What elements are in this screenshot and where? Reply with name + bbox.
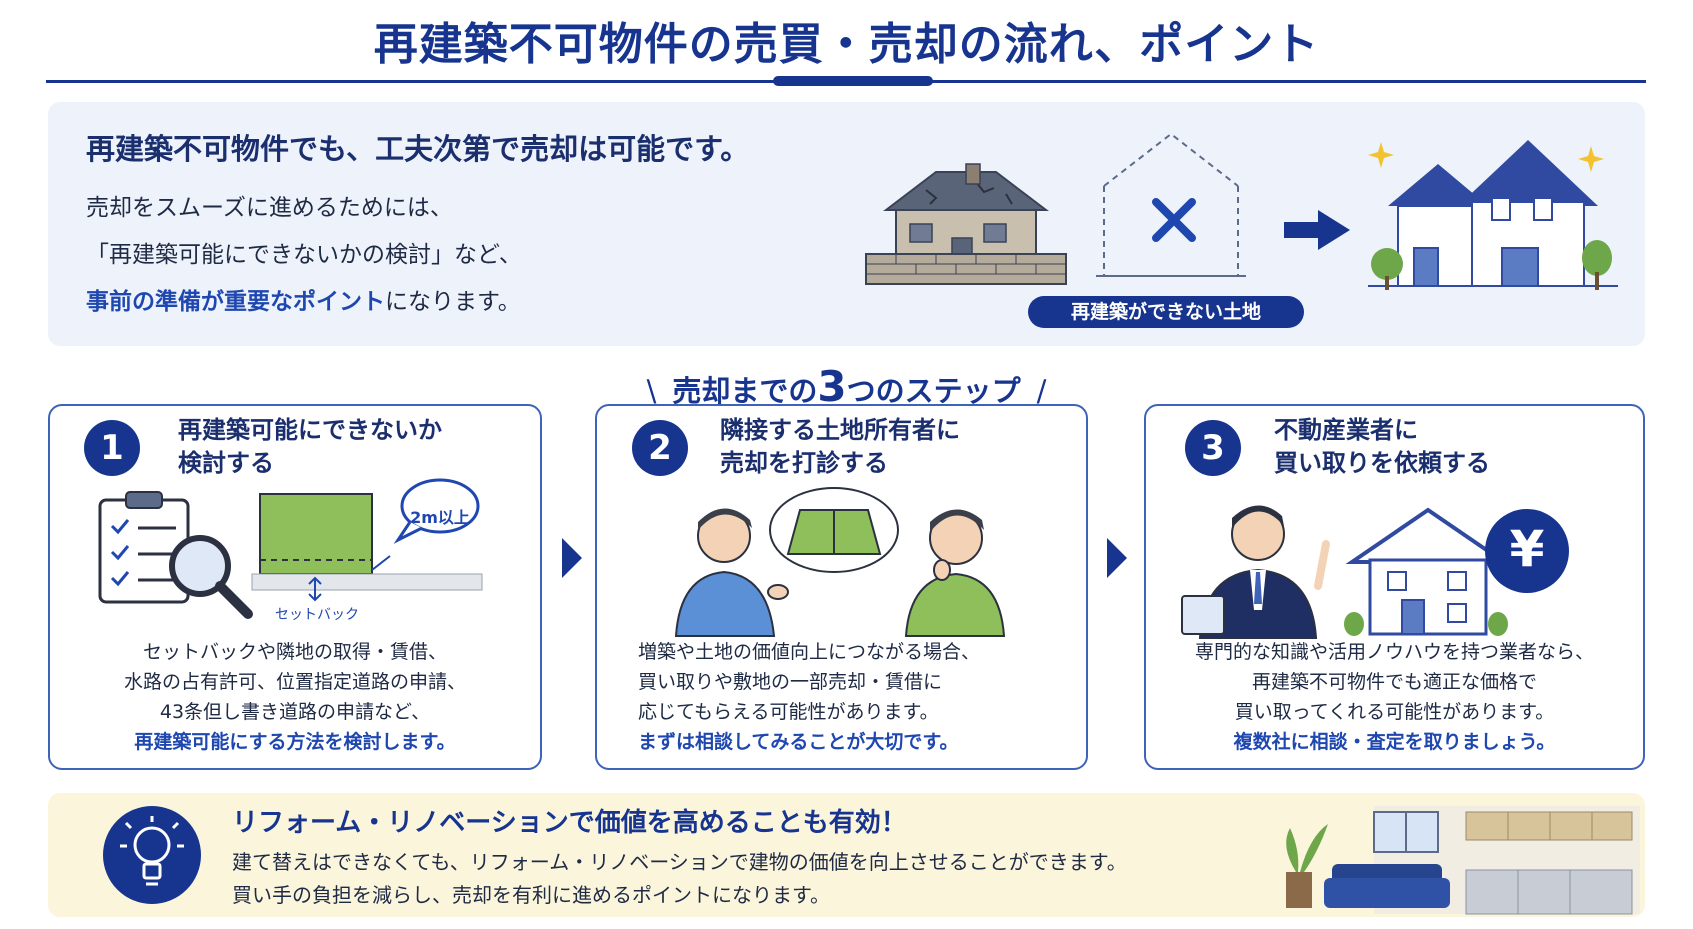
sparkle-icon bbox=[1578, 146, 1604, 172]
step-body-3-line-1: 専門的な知識や活用ノウハウを持つ業者なら、 bbox=[1194, 641, 1594, 663]
tree-icon bbox=[1371, 248, 1403, 290]
steps-heading-pre: 売却までの bbox=[672, 374, 818, 408]
intro-heading: 再建築不可物件でも、工夫次第で売却は可能です。 bbox=[86, 132, 750, 166]
step-arrow-2 bbox=[1107, 538, 1127, 578]
businessman-icon bbox=[1198, 505, 1330, 639]
intro-line-1: 売却をスムーズに進めるためには、 bbox=[86, 195, 453, 221]
title-underline-accent bbox=[773, 76, 933, 86]
step-body-3-line-2: 再建築不可物件でも適正な価格で bbox=[1251, 671, 1537, 693]
intro-line-2: 「再建築可能にできないかの検討」など、 bbox=[86, 242, 522, 268]
yen-symbol: ¥ bbox=[1509, 520, 1545, 578]
reform-line-2: 買い手の負担を減らし、売却を有利に進めるポイントになります。 bbox=[232, 883, 830, 907]
step-body-3-highlight: 複数社に相談・査定を取りましょう。 bbox=[1233, 731, 1556, 753]
old-house-icon bbox=[865, 163, 1067, 285]
step-body-3: 専門的な知識や活用ノウハウを持つ業者なら、 再建築不可物件でも適正な価格で 買い… bbox=[1156, 637, 1633, 757]
reform-heading: リフォーム・リノベーションで価値を高めることも有効！ bbox=[232, 808, 907, 838]
step-body-3-line-3: 買い取ってくれる可能性があります。 bbox=[1234, 701, 1555, 723]
right-arrow-icon bbox=[1284, 210, 1350, 250]
sofa-icon bbox=[1324, 864, 1450, 908]
setback-arrow-icon bbox=[308, 576, 322, 602]
land-label-badge: 再建築ができない土地 bbox=[1028, 296, 1304, 328]
plant-icon bbox=[1286, 824, 1328, 908]
step-number-2: 2 bbox=[632, 420, 688, 476]
step-title-1: 再建築可能にできないか 検討する bbox=[178, 414, 442, 480]
step-title-2-line-2: 売却を打診する bbox=[720, 449, 888, 477]
step-body-1-highlight: 再建築可能にする方法を検討します。 bbox=[134, 731, 456, 753]
step-body-2-line-2: 買い取りや敷地の一部売却・賃借に bbox=[638, 671, 943, 693]
step-title-3-line-1: 不動産業者に bbox=[1274, 416, 1418, 444]
step-body-1: セットバックや隣地の取得・賃借、 水路の占有許可、位置指定道路の申請、 43条但… bbox=[62, 637, 528, 757]
setback-label: セットバック bbox=[275, 607, 359, 623]
intro-panel bbox=[48, 102, 1645, 346]
kitchen-icon bbox=[1465, 811, 1633, 915]
step-number-3: 3 bbox=[1185, 420, 1241, 476]
steps-heading: \ 売却までの3つのステップ / bbox=[0, 362, 1693, 411]
speech-bubble-icon bbox=[393, 478, 480, 544]
step-title-3-line-2: 買い取りを依頼する bbox=[1274, 449, 1490, 477]
window-picture-icon bbox=[1373, 811, 1439, 853]
intro-line-3-rest: になります。 bbox=[385, 289, 521, 315]
yen-coin-icon bbox=[1485, 509, 1569, 593]
step-body-1-line-3: 43条但し書き道路の申請など、 bbox=[159, 701, 431, 723]
step-title-2: 隣接する土地所有者に 売却を打診する bbox=[720, 414, 960, 480]
step-number-1: 1 bbox=[84, 420, 140, 476]
step-body-2-line-3: 応じてもらえる可能性があります。 bbox=[638, 701, 939, 723]
land-plot-icon bbox=[251, 493, 483, 591]
house-icon bbox=[1344, 507, 1511, 636]
magnifier-icon bbox=[169, 535, 253, 619]
intro-highlight: 事前の準備が重要なポイント bbox=[86, 289, 385, 315]
empty-lot-icon bbox=[1096, 132, 1246, 277]
reform-line-1: 建て替えはできなくても、リフォーム・リノベーションで建物の価値を向上させることが… bbox=[232, 850, 1127, 874]
tree-icon bbox=[1582, 240, 1612, 290]
new-house-icon bbox=[1368, 140, 1618, 287]
step-body-2: 増築や土地の価値向上につながる場合、 買い取りや敷地の一部売却・賃借に 応じても… bbox=[610, 637, 1073, 757]
heading-slash-left: \ bbox=[646, 374, 657, 408]
step-title-1-line-2: 検討する bbox=[178, 449, 274, 477]
heading-slash-right: / bbox=[1036, 374, 1047, 408]
cross-icon bbox=[1152, 198, 1196, 242]
step-body-2-highlight: まずは相談してみることが大切です。 bbox=[638, 731, 959, 753]
person-icon bbox=[674, 508, 789, 637]
step-body-1-line-1: セットバックや隣地の取得・賃借、 bbox=[142, 641, 447, 663]
light-bulb-icon bbox=[103, 806, 201, 904]
room-illustration bbox=[1286, 806, 1640, 915]
step-body-2-line-1: 増築や土地の価値向上につながる場合、 bbox=[638, 641, 981, 663]
checklist-icon bbox=[98, 491, 190, 604]
speech-bubble-icon bbox=[769, 487, 899, 573]
page-title: 再建築不可物件の売買・売却の流れ、ポイント bbox=[373, 19, 1320, 70]
steps-heading-number: 3 bbox=[817, 362, 847, 411]
step-arrow-1 bbox=[562, 538, 582, 578]
callout-2m: 2m以上 bbox=[410, 508, 470, 527]
step-title-1-line-1: 再建築可能にできないか bbox=[178, 416, 442, 444]
intro-line-3: 事前の準備が重要なポイントになります。 bbox=[86, 282, 521, 316]
step-body-1-line-2: 水路の占有許可、位置指定道路の申請、 bbox=[123, 671, 466, 693]
person-icon bbox=[904, 509, 1006, 637]
steps-heading-post: つのステップ bbox=[846, 374, 1021, 408]
step-title-2-line-1: 隣接する土地所有者に bbox=[720, 416, 960, 444]
sparkle-icon bbox=[1368, 142, 1394, 168]
clipboard-icon bbox=[1181, 595, 1225, 635]
step-title-3: 不動産業者に 買い取りを依頼する bbox=[1274, 414, 1490, 480]
